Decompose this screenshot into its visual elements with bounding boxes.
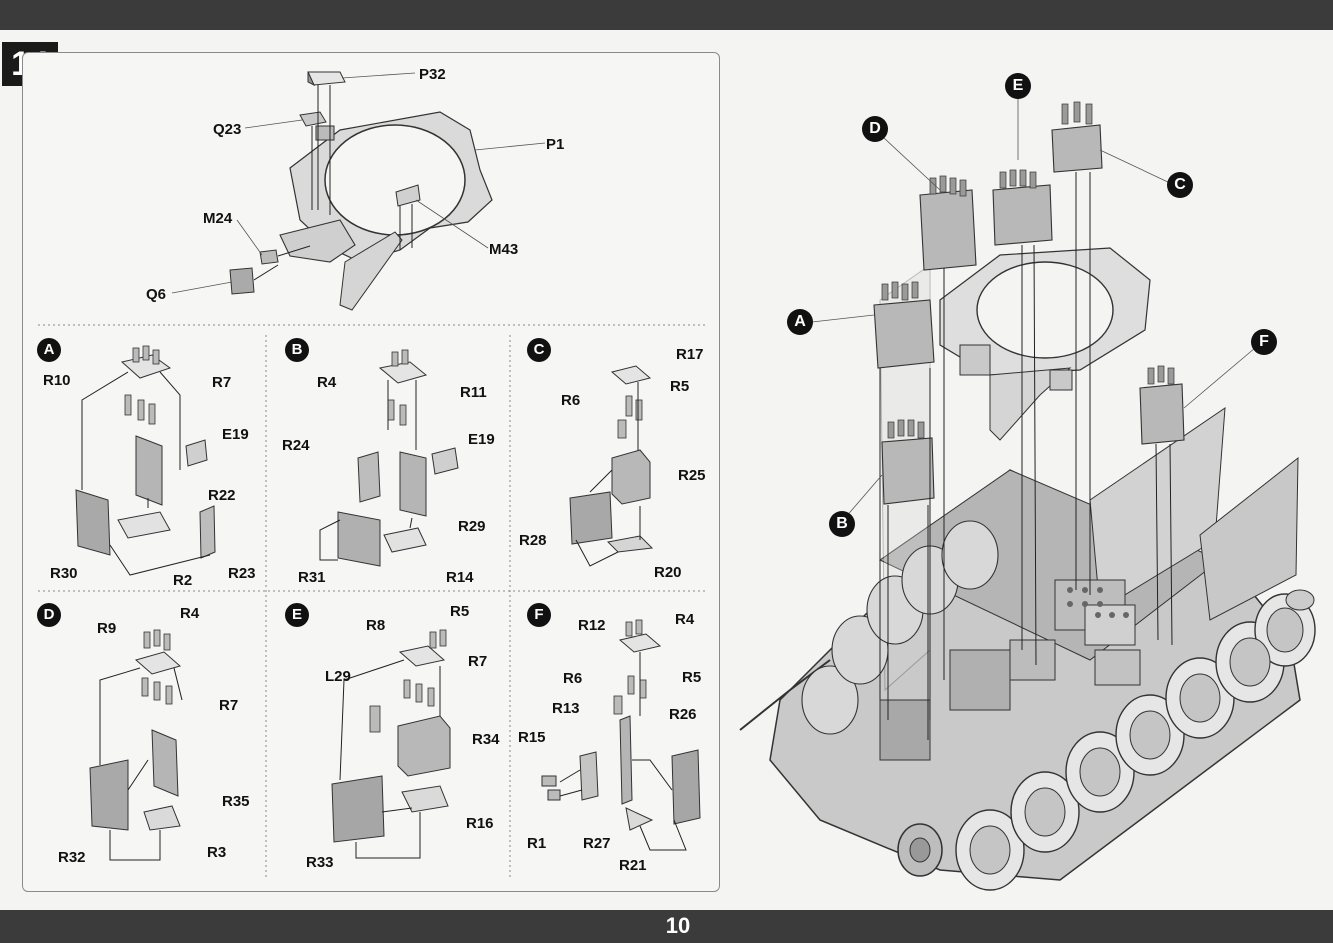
part-label-r33: R33: [306, 854, 334, 871]
part-label-q6: Q6: [146, 286, 167, 303]
part-label-r2: R2: [173, 572, 193, 589]
part-label-r22: R22: [208, 487, 236, 504]
subassembly-marker-c: C: [527, 338, 551, 362]
part-label-r13: R13: [552, 700, 580, 717]
overview-marker-a: A: [787, 309, 813, 335]
subassembly-f-drawing: [541, 619, 701, 851]
part-label-r12: R12: [578, 617, 606, 634]
part-label-r4: R4: [317, 374, 337, 391]
subassembly-a-drawing: [75, 345, 216, 576]
part-label-r6: R6: [561, 392, 581, 409]
part-label-q23: Q23: [213, 121, 242, 138]
part-label-r25: R25: [678, 467, 706, 484]
part-label-r3: R3: [207, 844, 227, 861]
subassembly-marker-d: D: [37, 603, 61, 627]
part-label-r7-e: R7: [468, 653, 488, 670]
subassembly-c-drawing: [569, 365, 654, 567]
panel-dividers: [38, 324, 706, 880]
part-label-r9: R9: [97, 620, 117, 637]
part-label-p1: P1: [546, 136, 565, 153]
part-label-m24: M24: [203, 210, 233, 227]
top-bar: [0, 0, 1333, 30]
bottom-bar: [0, 910, 1333, 943]
subassembly-b-drawing: [319, 349, 459, 567]
overview-marker-e: E: [1005, 73, 1031, 99]
part-label-r35: R35: [222, 793, 250, 810]
part-label-r24: R24: [282, 437, 310, 454]
part-label-r4-f: R4: [675, 611, 695, 628]
part-label-r26: R26: [669, 706, 697, 723]
part-label-e19-b: E19: [468, 431, 495, 448]
subassembly-d-drawing: [89, 629, 183, 861]
part-label-r28: R28: [519, 532, 547, 549]
page-number: 10: [665, 913, 691, 938]
part-label-r17: R17: [676, 346, 704, 363]
part-label-r31: R31: [298, 569, 326, 586]
part-label-r16: R16: [466, 815, 494, 832]
part-label-r30: R30: [50, 565, 78, 582]
part-label-r5-f: R5: [682, 669, 702, 686]
part-label-r20: R20: [654, 564, 682, 581]
part-label-r14: R14: [446, 569, 474, 586]
part-label-r34: R34: [472, 731, 500, 748]
subassembly-marker-b: B: [285, 338, 309, 362]
overview-marker-f: F: [1251, 329, 1277, 355]
part-label-p32: P32: [419, 66, 446, 83]
part-label-l29: L29: [325, 668, 351, 685]
subassembly-marker-a: A: [37, 338, 61, 362]
part-label-r11: R11: [460, 384, 487, 401]
part-label-r7: R7: [212, 374, 232, 391]
part-label-r21: R21: [619, 857, 647, 874]
main-assembly-drawing: [171, 71, 546, 311]
subassembly-e-drawing: [331, 629, 451, 859]
part-label-r27: R27: [583, 835, 611, 852]
part-label-r5-e: R5: [450, 603, 470, 620]
part-label-r8: R8: [366, 617, 386, 634]
part-label-m43: M43: [489, 241, 519, 258]
part-label-r5: R5: [670, 378, 690, 395]
part-label-r23: R23: [228, 565, 256, 582]
part-label-r32: R32: [58, 849, 86, 866]
part-label-r7-d: R7: [219, 697, 239, 714]
hull-overview-drawing: [739, 98, 1316, 891]
overview-marker-c: C: [1167, 172, 1193, 198]
part-label-r29: R29: [458, 518, 486, 535]
overview-marker-d: D: [862, 116, 888, 142]
part-label-r15: R15: [518, 729, 546, 746]
part-label-e19: E19: [222, 426, 249, 443]
part-label-r6-f: R6: [563, 670, 583, 687]
subassembly-marker-e: E: [285, 603, 309, 627]
overview-marker-b: B: [829, 511, 855, 537]
part-label-r1: R1: [527, 835, 547, 852]
subassembly-marker-f: F: [527, 603, 551, 627]
part-label-r4-d: R4: [180, 605, 200, 622]
part-label-r10: R10: [43, 372, 71, 389]
